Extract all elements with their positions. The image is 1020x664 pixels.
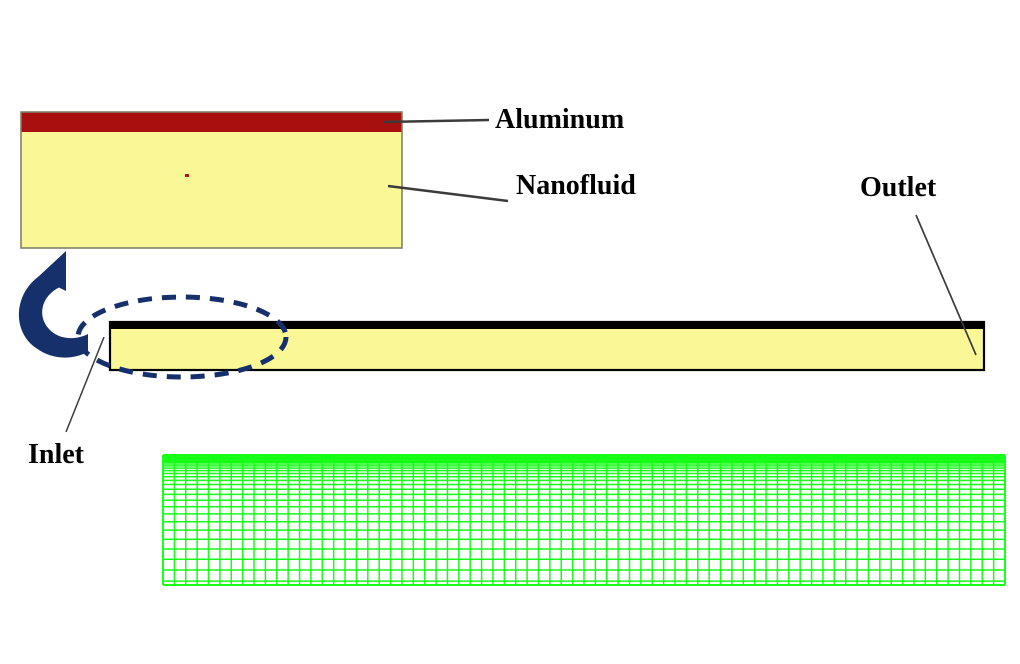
aluminum-leader: [382, 118, 490, 124]
inlet-leader: [65, 336, 105, 433]
label-outlet: Outlet: [860, 172, 937, 203]
cross-section-outline: [20, 111, 403, 249]
leader-lines: [65, 118, 977, 433]
cross-section-nanofluid-fill: [21, 112, 402, 248]
channel-side-view: [108, 320, 986, 372]
computational-mesh: [162, 454, 1006, 586]
rotation-arrow: [18, 251, 89, 358]
label-inlet: Inlet: [28, 439, 84, 470]
side-view-fluid-fill: [111, 329, 983, 369]
cross-section-aluminum-band: [21, 112, 402, 132]
outlet-leader: [915, 214, 977, 356]
nanofluid-leader: [387, 184, 509, 203]
side-view-outline: [108, 320, 986, 372]
inlet-highlight-ellipse: [75, 294, 289, 380]
label-aluminum: Aluminum: [495, 104, 625, 135]
label-nanofluid: Nanofluid: [516, 170, 636, 201]
side-view-top-wall: [110, 322, 984, 329]
cross-section-center-marker: [185, 174, 189, 177]
channel-cross-section: [20, 111, 403, 249]
